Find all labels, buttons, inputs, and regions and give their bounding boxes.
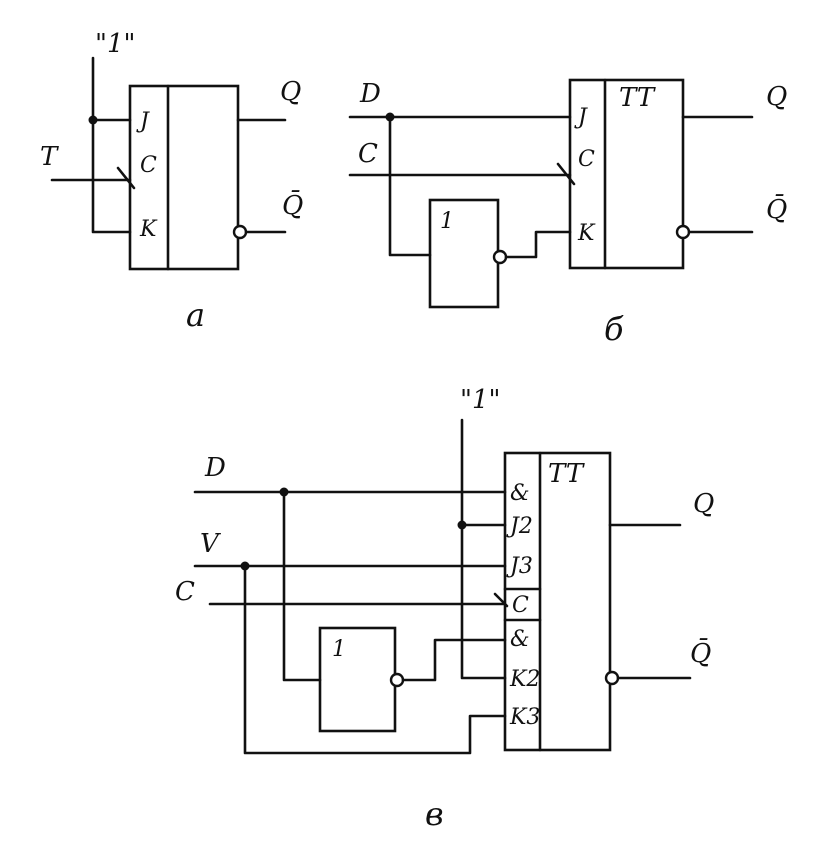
a-inversion-bubble: [232, 224, 248, 240]
b-inversion-bubble: [675, 224, 691, 240]
c-out-q-label: Q: [693, 489, 714, 519]
b-out-q-label: Q: [766, 82, 787, 112]
b-pin-k: K: [577, 221, 596, 246]
c-v-to-k3-wire: [243, 564, 507, 755]
c-inverter-label: 1: [332, 637, 346, 662]
a-pin-c: C: [140, 153, 157, 178]
b-clock-edge-mark: [556, 162, 576, 186]
c-const-junction-dot: [457, 520, 467, 530]
a-flipflop-box: [128, 84, 240, 271]
c-clock-edge-mark: [493, 592, 509, 608]
c-pin-c: C: [512, 593, 529, 618]
c-inverter-to-k-wire: [401, 638, 507, 682]
diagram-c: TT "1" D V C 1 & J2 J3 C & K2 K3 Q: [175, 385, 714, 833]
c-pin-and-k: &: [510, 627, 530, 652]
c-inversion-bubble: [604, 670, 620, 686]
diagram-a: "1" T J C K Q Q̄ а: [40, 29, 303, 334]
b-d-to-inverter-wire: [388, 115, 432, 257]
c-pin-j2: J2: [506, 514, 533, 539]
c-type-label: TT: [548, 459, 585, 489]
c-const-one-wire: [460, 418, 507, 680]
b-pin-c: C: [578, 147, 595, 172]
a-clock-edge-mark: [116, 166, 136, 190]
a-out-q-label: Q: [280, 77, 301, 107]
c-pin-k3: K3: [509, 705, 540, 730]
c-input-c-label: C: [175, 577, 195, 607]
b-inverter-label: 1: [440, 209, 454, 234]
c-pin-j3: J3: [506, 554, 533, 579]
a-caption: а: [186, 296, 205, 334]
c-pin-and-j: &: [510, 481, 530, 506]
c-out-q-bar-label: Q̄: [690, 637, 711, 669]
a-const-one-wire: [91, 56, 132, 234]
c-input-v-label: V: [200, 529, 221, 559]
b-inverter-to-k-wire: [504, 230, 572, 259]
a-junction-dot: [88, 115, 98, 125]
b-pin-j: J: [574, 105, 588, 130]
a-pin-j: J: [136, 109, 150, 134]
a-out-q-bar-label: Q̄: [282, 189, 303, 221]
c-d-to-inverter-wire: [282, 490, 322, 682]
a-pin-k: K: [139, 217, 158, 242]
diagram-b: TT D C 1 J C K Q Q̄ б: [348, 78, 787, 348]
b-type-label: TT: [619, 83, 656, 113]
c-input-d-label: D: [204, 453, 226, 483]
c-flipflop-box: [503, 451, 612, 752]
c-caption: в: [425, 795, 444, 833]
b-input-c-label: C: [358, 139, 378, 169]
a-const-one-label: "1": [95, 29, 135, 59]
c-const-one-label: "1": [460, 385, 500, 415]
b-out-q-bar-label: Q̄: [766, 193, 787, 225]
b-caption: б: [604, 310, 624, 348]
c-pin-k2: K2: [509, 667, 540, 692]
b-inverter-bubble: [492, 249, 508, 265]
b-input-d-label: D: [359, 79, 381, 109]
a-input-t-label: T: [40, 142, 59, 172]
c-inverter-bubble: [389, 672, 405, 688]
